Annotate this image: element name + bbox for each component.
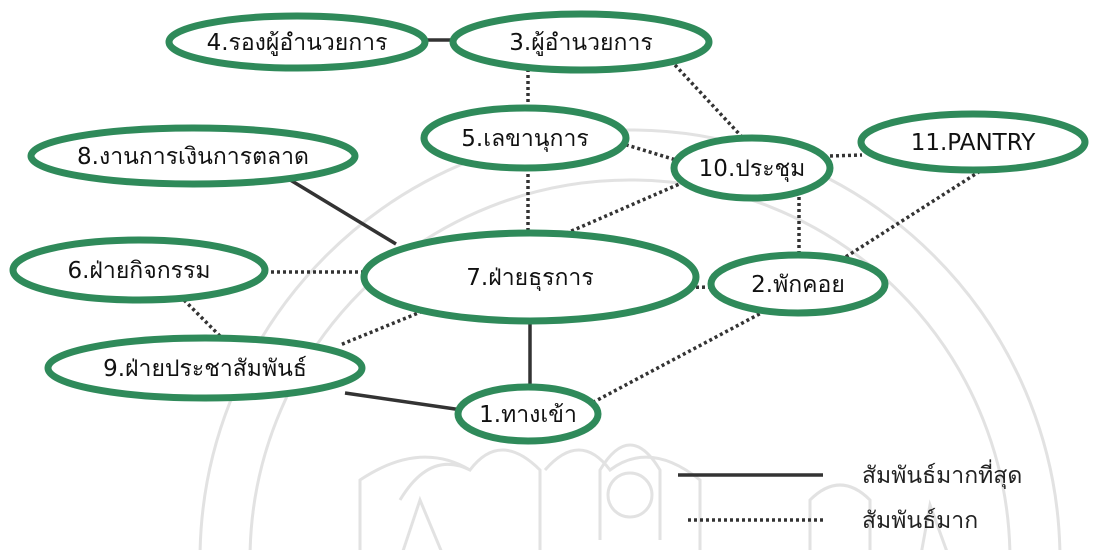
node-meeting-room: 10.ประชุม (670, 134, 834, 202)
edge-dotted-n10-n11 (829, 153, 863, 158)
node-entrance: 1.ทางเข้า (454, 383, 602, 445)
edge-dotted-n11-n2 (843, 166, 986, 260)
edge-dotted-n7-n9 (339, 307, 429, 347)
node-administration-department-label: 7.ฝ่ายธุรการ (466, 265, 593, 291)
node-deputy-director-label: 4.รองผู้อำนวยการ (207, 30, 388, 56)
node-activities-department-label: 6.ฝ่ายกิจกรรม (67, 258, 210, 284)
node-director: 3.ผู้อำนวยการ (449, 10, 713, 74)
edge-solid-n8-n7 (286, 176, 397, 246)
node-waiting-area: 2.พักคอย (707, 251, 889, 317)
node-director-label: 3.ผู้อำนวยการ (509, 30, 652, 56)
legend-solid-label: สัมพันธ์มากที่สุด (862, 459, 1022, 489)
legend-dotted-label: สัมพันธ์มาก (862, 507, 978, 534)
node-administration-department: 7.ฝ่ายธุรการ (360, 229, 700, 325)
node-public-relations-department: 9.ฝ่ายประชาสัมพันธ์ (44, 334, 366, 402)
node-secretary: 5.เลขานุการ (420, 104, 630, 172)
edge-dotted-n10-n7 (559, 180, 685, 238)
node-pantry: 11.PANTRY (857, 110, 1089, 174)
legend: สัมพันธ์มากที่สุด สัมพันธ์มาก (678, 459, 1022, 534)
node-deputy-director: 4.รองผู้อำนวยการ (165, 12, 429, 72)
node-pantry-label: 11.PANTRY (911, 130, 1036, 156)
edge-solid-n9-n1 (344, 391, 463, 412)
edge-dotted-n2-n1 (587, 309, 766, 407)
nodes-layer: 1.ทางเข้า 2.พักคอย 3.ผู้อำนวยการ 4.รองผู… (9, 10, 1089, 445)
node-finance-marketing: 8.งานการเงินการตลาด (27, 124, 359, 188)
node-public-relations-department-label: 9.ฝ่ายประชาสัมพันธ์ (103, 355, 307, 382)
edge-dotted-n5-n10 (619, 141, 677, 162)
node-meeting-room-label: 10.ประชุม (699, 156, 806, 182)
node-waiting-area-label: 2.พักคอย (751, 272, 845, 298)
edge-dotted-n3-n10 (673, 63, 744, 139)
node-activities-department: 6.ฝ่ายกิจกรรม (9, 236, 269, 304)
node-secretary-label: 5.เลขานุการ (461, 126, 588, 152)
node-finance-marketing-label: 8.งานการเงินการตลาด (77, 144, 309, 170)
edge-dotted-n6-n9 (182, 298, 224, 340)
node-entrance-label: 1.ทางเข้า (479, 402, 577, 428)
